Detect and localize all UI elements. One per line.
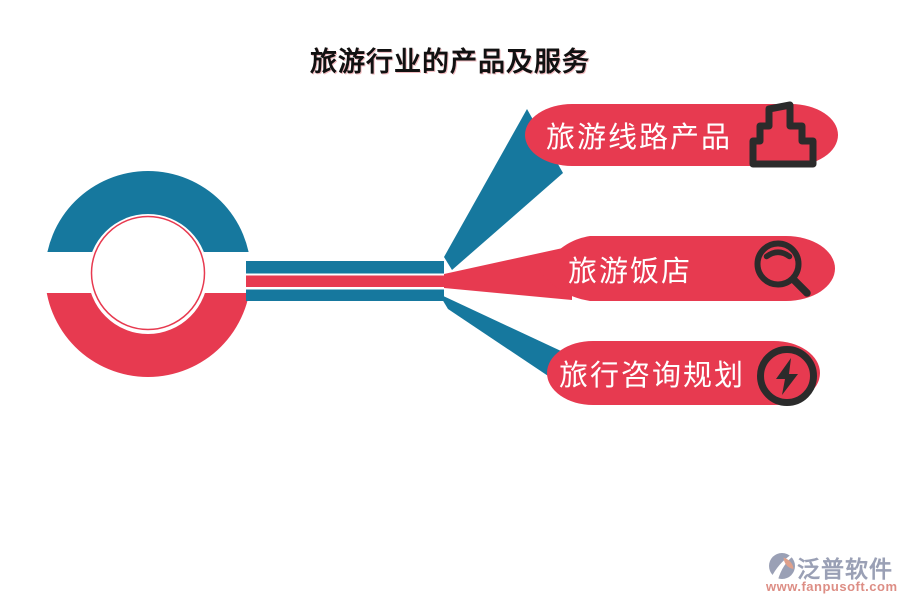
cake-icon xyxy=(749,101,817,168)
trunk-stripe-middle xyxy=(246,275,444,287)
fanpu-logo-icon xyxy=(769,553,795,580)
vendor-name: 泛普软件 xyxy=(797,556,893,582)
lightning-icon xyxy=(757,346,817,406)
branch-label-1: 旅游线路产品 xyxy=(546,122,733,154)
inner-ring-outline xyxy=(90,215,206,331)
donut-top-half xyxy=(47,171,249,252)
pill-branch-1 xyxy=(525,104,838,166)
donut-bottom-half xyxy=(46,293,250,377)
trunk-stripe-top xyxy=(246,261,444,274)
vendor-url: www.fanpusoft.com xyxy=(766,579,898,594)
branch-pills xyxy=(525,104,838,405)
branch-label-3: 旅行咨询规划 xyxy=(559,360,746,392)
trunk-stripe-bottom xyxy=(246,289,444,301)
magnifier-icon xyxy=(754,240,811,297)
branch-label-2: 旅游饭店 xyxy=(568,255,693,288)
donut-hub xyxy=(46,171,250,377)
pill-branch-3 xyxy=(547,341,820,405)
page-title: 旅游行业的产品及服务 xyxy=(310,47,590,77)
vendor-logo: 泛普软件 www.fanpusoft.com xyxy=(766,550,898,596)
trunk-connector xyxy=(246,261,444,301)
wedge-branch-2 xyxy=(444,246,572,300)
